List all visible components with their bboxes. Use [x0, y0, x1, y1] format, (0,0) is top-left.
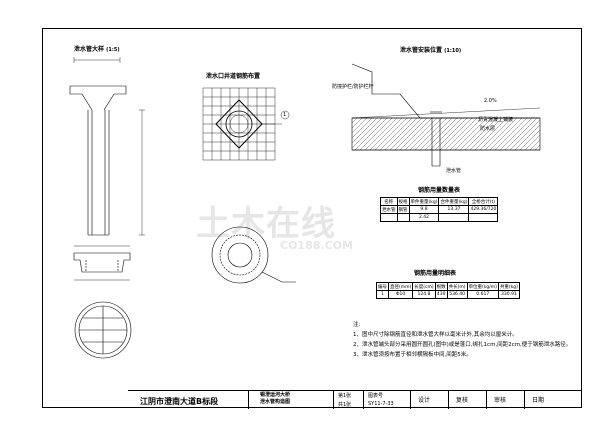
table-cell: 124.8	[412, 290, 436, 299]
table-cell: 0.617	[466, 290, 499, 299]
grid-title: 泄水口井道钢筋布置	[206, 73, 261, 80]
table-cell: 430	[434, 290, 448, 299]
install-callout: 泄水管	[446, 168, 462, 174]
project-name: 江阴市澄南大道B标段	[140, 397, 219, 406]
material-table-title: 钢筋用量数量表	[418, 187, 461, 194]
fig-no-label: 图表号	[368, 393, 384, 399]
note-item: 2、泄水管端头部分采用圆开圆孔(图中)或是蓬口,绑扎1cm,间距2cm,便于钢筋…	[353, 342, 572, 348]
table-header: 全桥合计(t)	[468, 197, 499, 206]
install-note-2: 防水层	[480, 126, 496, 132]
role-check: 复核	[456, 397, 469, 404]
install-section-drawing	[351, 63, 541, 167]
table-header: 直径(mm)	[387, 282, 414, 291]
note-item: 1、图中尺寸除钢筋直径和泄水管大样以毫米计外,其余均以厘米计。	[353, 332, 518, 338]
role-date: 日期	[532, 397, 545, 404]
table-header: 根数	[434, 282, 448, 291]
table-header: 共长(m)	[446, 282, 468, 291]
table-cell: 13.37	[438, 205, 470, 214]
table-cell: 536.40	[446, 290, 468, 299]
table-cell: Φ10	[387, 290, 414, 299]
table-header: 编号	[376, 282, 389, 291]
marker-number: 1	[283, 112, 287, 118]
table-row: 1 Φ10 124.8 430 536.40 0.617 330.91	[376, 290, 520, 299]
drawing-name: 锡澄运河大桥 泄水管构造图	[260, 392, 291, 405]
grate-plan-drawing	[74, 301, 132, 359]
watermark: 土木在线 CO188.COM	[196, 204, 353, 252]
table-cell	[396, 213, 410, 222]
install-title: 泄水管安装位置 (1:10)	[400, 47, 462, 54]
table-cell: 429.36/720	[468, 205, 499, 214]
table-cell: 9.8	[408, 205, 440, 214]
install-note-1: 沥青混凝土铺装	[478, 117, 514, 123]
table-header: 单位重(kg/m)	[466, 282, 499, 291]
table-cell: 泄水管	[380, 205, 398, 214]
table-cell: 1	[376, 290, 389, 299]
table-row: 名称 规格 单件重量(kg) 合件重量(kg) 全桥合计(t)	[380, 197, 499, 206]
rebar-table: 编号 直径(mm) 长度(cm) 根数 共长(m) 单位重(kg/m) 共重(k…	[376, 282, 520, 299]
total-label: 共1张	[338, 402, 352, 408]
install-note-0: 防撞护栏/防护栏杆	[332, 84, 374, 90]
table-cell: 330.91	[497, 290, 520, 299]
sheet-label: 第1张	[338, 393, 352, 399]
table-row: 泄水管 钢管 9.8 13.37 429.36/720	[380, 205, 499, 214]
rebar-grid-drawing	[202, 87, 290, 161]
material-table: 名称 规格 单件重量(kg) 合件重量(kg) 全桥合计(t) 泄水管 钢管 9…	[380, 197, 499, 222]
role-design: 设计	[418, 397, 431, 404]
table-cell: 钢管	[396, 205, 410, 214]
drawing-frame	[42, 28, 582, 408]
grade-label: 2.0%	[484, 98, 497, 104]
drain-pipe-detail-title: 泄水管大样 (1:5)	[74, 46, 120, 53]
notes-title: 注:	[353, 322, 361, 328]
table-header: 名称	[380, 197, 398, 206]
table-cell	[380, 213, 398, 222]
title-block: 江阴市澄南大道B标段 锡澄运河大桥 泄水管构造图 第1张 共1张 图表号 SY1…	[128, 390, 582, 409]
pipe-section-drawing	[73, 245, 131, 281]
rebar-table-title: 钢筋用量明细表	[414, 270, 457, 277]
notes: 注: 1、图中尺寸除钢筋直径和泄水管大样以毫米计外,其余均以厘米计。 2、泄水管…	[353, 320, 583, 360]
round-grate-drawing	[211, 226, 296, 284]
table-header: 单件重量(kg)	[408, 197, 440, 206]
note-item: 3、泄水管须按布置于相邻横隔板中间,间距5米。	[353, 352, 472, 358]
table-cell	[468, 213, 499, 222]
table-row: 编号 直径(mm) 长度(cm) 根数 共长(m) 单位重(kg/m) 共重(k…	[376, 282, 520, 291]
table-header: 共重(kg)	[497, 282, 520, 291]
table-header: 合件重量(kg)	[438, 197, 470, 206]
table-header: 规格	[396, 197, 410, 206]
drain-pipe-detail-drawing	[69, 57, 145, 236]
table-cell	[438, 213, 470, 222]
table-row: 2.42	[380, 213, 499, 222]
fig-no: SY11-7-33	[368, 401, 394, 407]
table-cell: 2.42	[408, 213, 440, 222]
role-review: 审核	[494, 397, 507, 404]
table-header: 长度(cm)	[412, 282, 436, 291]
